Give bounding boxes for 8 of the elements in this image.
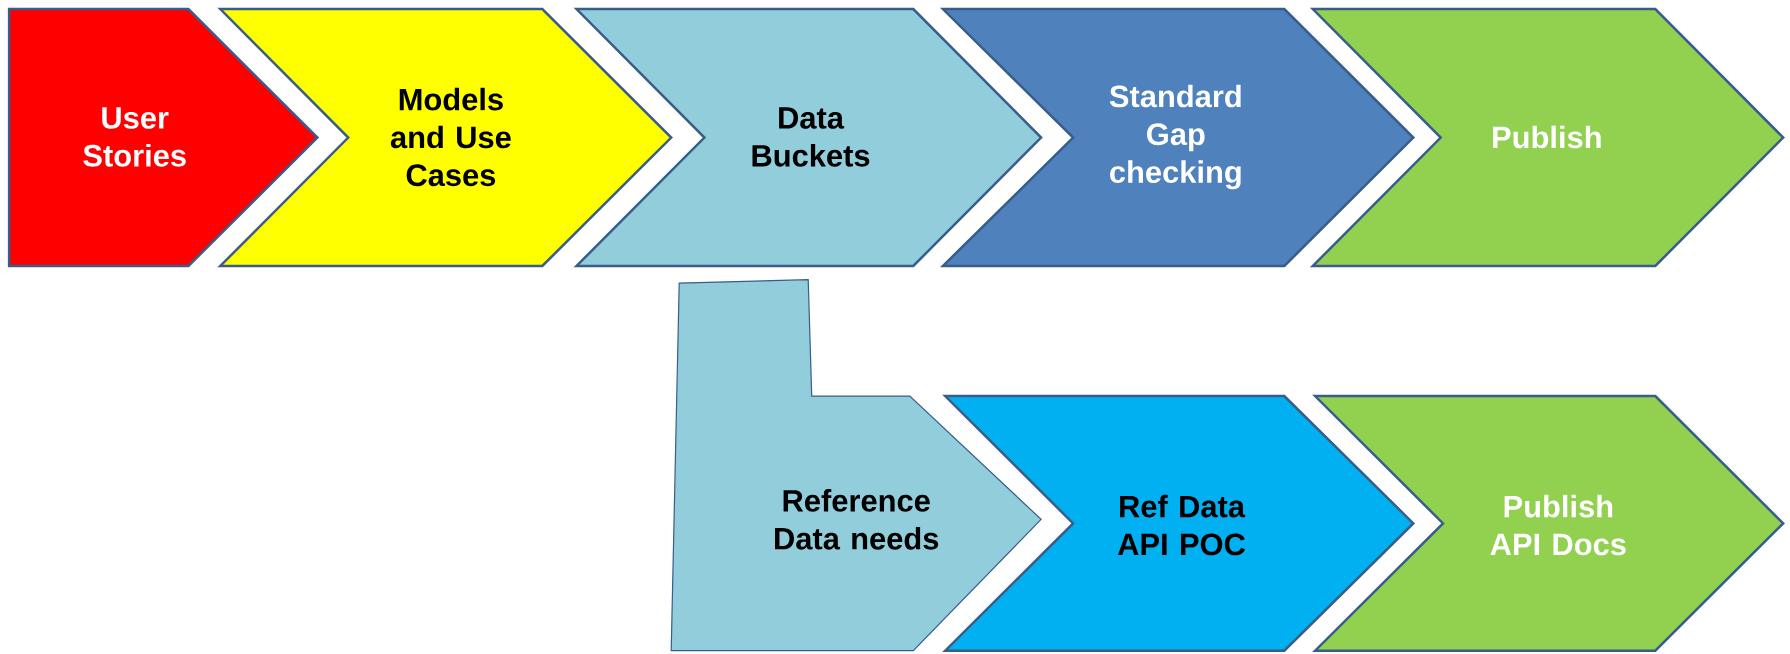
chevron-step: Models and Use Cases xyxy=(217,7,673,268)
chevron-step: Reference Data needs xyxy=(670,279,1042,652)
chevron-step: Data Buckets xyxy=(573,7,1043,268)
chevron-step: User Stories xyxy=(7,7,320,268)
chevron-step: Standard Gap checking xyxy=(939,7,1416,268)
chevron-step: Publish xyxy=(1309,7,1785,268)
chevron-step: Ref Data API POC xyxy=(942,394,1416,652)
chevron-step: Publish API Docs xyxy=(1312,394,1785,652)
